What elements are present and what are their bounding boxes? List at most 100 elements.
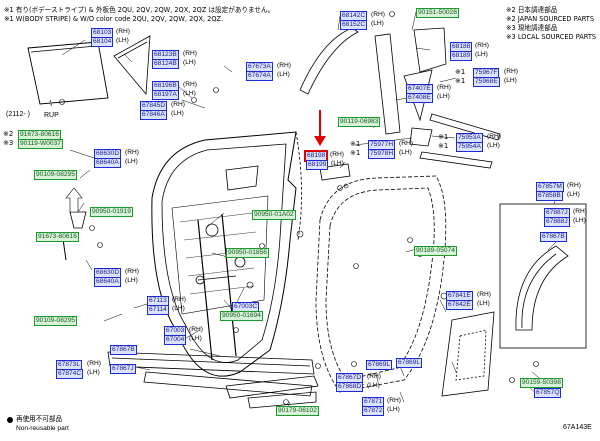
side-lh: (LH) <box>437 93 450 100</box>
side-lh: (LH) <box>171 110 184 117</box>
side-lh: (LH) <box>183 90 196 97</box>
note-mark-1: ※1 <box>350 149 361 157</box>
illustration-code: 67A143E <box>563 424 592 431</box>
part-90151-50028[interactable]: 90151-50028 <box>416 8 459 18</box>
part-90950-01919[interactable]: 90950-01919 <box>90 207 133 217</box>
note-jp-sourced-en: ※2 JAPAN SOURCED PARTS <box>506 15 595 23</box>
part-67874c[interactable]: 67874C <box>56 369 84 379</box>
legend-non-reusable-en: Non-reusable part <box>16 425 69 432</box>
note-mark-1: ※1 <box>455 68 466 76</box>
side-rh: (RH) <box>171 101 185 108</box>
side-rh: (RH) <box>116 28 130 35</box>
part-90950-01694[interactable]: 90950-01694 <box>220 311 263 321</box>
door-frame-moulding <box>299 27 501 169</box>
window-regulator <box>197 213 237 361</box>
mud-guard <box>441 311 495 397</box>
quarter-glass <box>113 35 151 96</box>
part-90179-06102[interactable]: 90179-06102 <box>276 406 319 416</box>
side-rh: (RH) <box>367 373 381 380</box>
note-mark-3: ※3 <box>3 139 14 147</box>
part-90159-50398[interactable]: 90159-50398 <box>520 378 563 388</box>
part-68189[interactable]: 68189 <box>450 51 473 61</box>
part-90109-08295-b[interactable]: 90109-08295 <box>34 316 77 326</box>
legend-non-reusable-ja: 再使用不可部品 <box>16 415 63 423</box>
red-callout-arrow <box>314 110 326 146</box>
side-rh: (RH) <box>487 133 501 140</box>
note-mark-2: ※2 <box>3 130 14 138</box>
part-67842e[interactable]: 67842E <box>446 300 473 310</box>
part-68152c[interactable]: 68152C <box>340 20 368 30</box>
part-67004[interactable]: 67004 <box>164 335 187 345</box>
part-67674a[interactable]: 67674A <box>246 71 273 81</box>
side-lh: (LH) <box>487 142 500 149</box>
side-lh: (LH) <box>387 406 400 413</box>
side-rh: (RH) <box>371 11 385 18</box>
part-90950-01a02[interactable]: 90950-01A02 <box>252 210 296 220</box>
part-67846a[interactable]: 67846A <box>140 110 167 120</box>
production-range-label: (2112- ) <box>6 111 30 118</box>
part-68640a[interactable]: 68640A <box>94 158 121 168</box>
part-90109-08295[interactable]: 90109-08295 <box>34 170 77 180</box>
part-67869l[interactable]: 67869L <box>396 358 423 368</box>
side-rh: (RH) <box>477 291 491 298</box>
side-lh: (LH) <box>116 37 129 44</box>
part-67114[interactable]: 67114 <box>147 305 169 315</box>
part-75968e[interactable]: 75968E <box>473 77 500 87</box>
part-68199[interactable]: 68199 <box>306 160 329 170</box>
non-reusable-marker-icon <box>7 417 13 423</box>
part-67868d[interactable]: 67868D <box>336 382 364 392</box>
side-rh: (RH) <box>277 62 291 69</box>
side-rh: (RH) <box>189 326 203 333</box>
side-rh: (RH) <box>183 81 197 88</box>
rup-label: RUP <box>44 112 59 119</box>
side-lh: (LH) <box>189 335 202 342</box>
note-local-sourced-ja: ※3 現地調達部品 <box>506 24 558 32</box>
part-90189-05074[interactable]: 90189-05074 <box>414 246 457 256</box>
part-67888j[interactable]: 67888J <box>544 217 570 227</box>
wheel-arch-moulding <box>499 203 587 349</box>
side-lh: (LH) <box>87 369 100 376</box>
part-67857q[interactable]: 67857Q <box>534 388 562 398</box>
side-rh: (RH) <box>125 268 139 275</box>
side-rh: (RH) <box>399 140 413 147</box>
side-lh: (LH) <box>573 217 586 224</box>
part-90119-w0037[interactable]: 90119-W0037 <box>18 139 63 149</box>
direction-arrow <box>65 187 83 213</box>
part-67408e[interactable]: 67408E <box>406 93 433 103</box>
side-rh: (RH) <box>125 149 139 156</box>
part-67858b[interactable]: 67858B <box>536 191 563 201</box>
part-67869l-b[interactable]: 67869L <box>366 360 393 370</box>
part-68197a[interactable]: 68197A <box>152 90 179 100</box>
part-67867j[interactable]: 67867J <box>110 364 136 374</box>
part-67872[interactable]: 67872 <box>362 406 385 416</box>
side-rh: (RH) <box>437 84 451 91</box>
note-local-sourced-en: ※3 LOCAL SOURCED PARTS <box>506 33 597 41</box>
part-90950-01856[interactable]: 90950-01856 <box>226 248 269 258</box>
part-67867b[interactable]: 67867B <box>110 345 137 355</box>
part-68640a-b[interactable]: 68640A <box>94 277 121 287</box>
side-rh: (RH) <box>387 397 401 404</box>
part-75978h[interactable]: 75978H <box>368 149 396 159</box>
side-lh: (LH) <box>172 305 185 312</box>
note-jp-sourced-ja: ※2 日本調達部品 <box>506 6 558 14</box>
note-mark-1: ※1 <box>455 77 466 85</box>
side-lh: (LH) <box>331 160 344 167</box>
part-67867b-c[interactable]: 67867B <box>540 232 567 242</box>
part-91673-80616-b[interactable]: 91673-80616 <box>36 232 79 242</box>
part-90119-06983[interactable]: 90119-06983 <box>338 117 381 127</box>
side-lh: (LH) <box>567 191 580 198</box>
side-rh: (RH) <box>504 68 518 75</box>
note-line-jp: ※1 有り(ボデーストライプ) & 外板色 2QU, 2QV, 2QW, 2QX… <box>4 6 275 14</box>
part-75954a[interactable]: 75954A <box>456 142 483 152</box>
note-mark-1: ※1 <box>350 140 361 148</box>
side-rh: (RH) <box>330 151 344 158</box>
door-lower-moulding <box>225 375 319 409</box>
side-rh: (RH) <box>183 50 197 57</box>
part-68104[interactable]: 68104 <box>91 37 114 47</box>
note-mark-1: ※1 <box>438 133 449 141</box>
side-lh: (LH) <box>477 300 490 307</box>
part-68124b[interactable]: 68124B <box>152 59 179 69</box>
side-lh: (LH) <box>125 158 138 165</box>
side-lh: (LH) <box>371 20 384 27</box>
side-rh: (RH) <box>475 42 489 49</box>
